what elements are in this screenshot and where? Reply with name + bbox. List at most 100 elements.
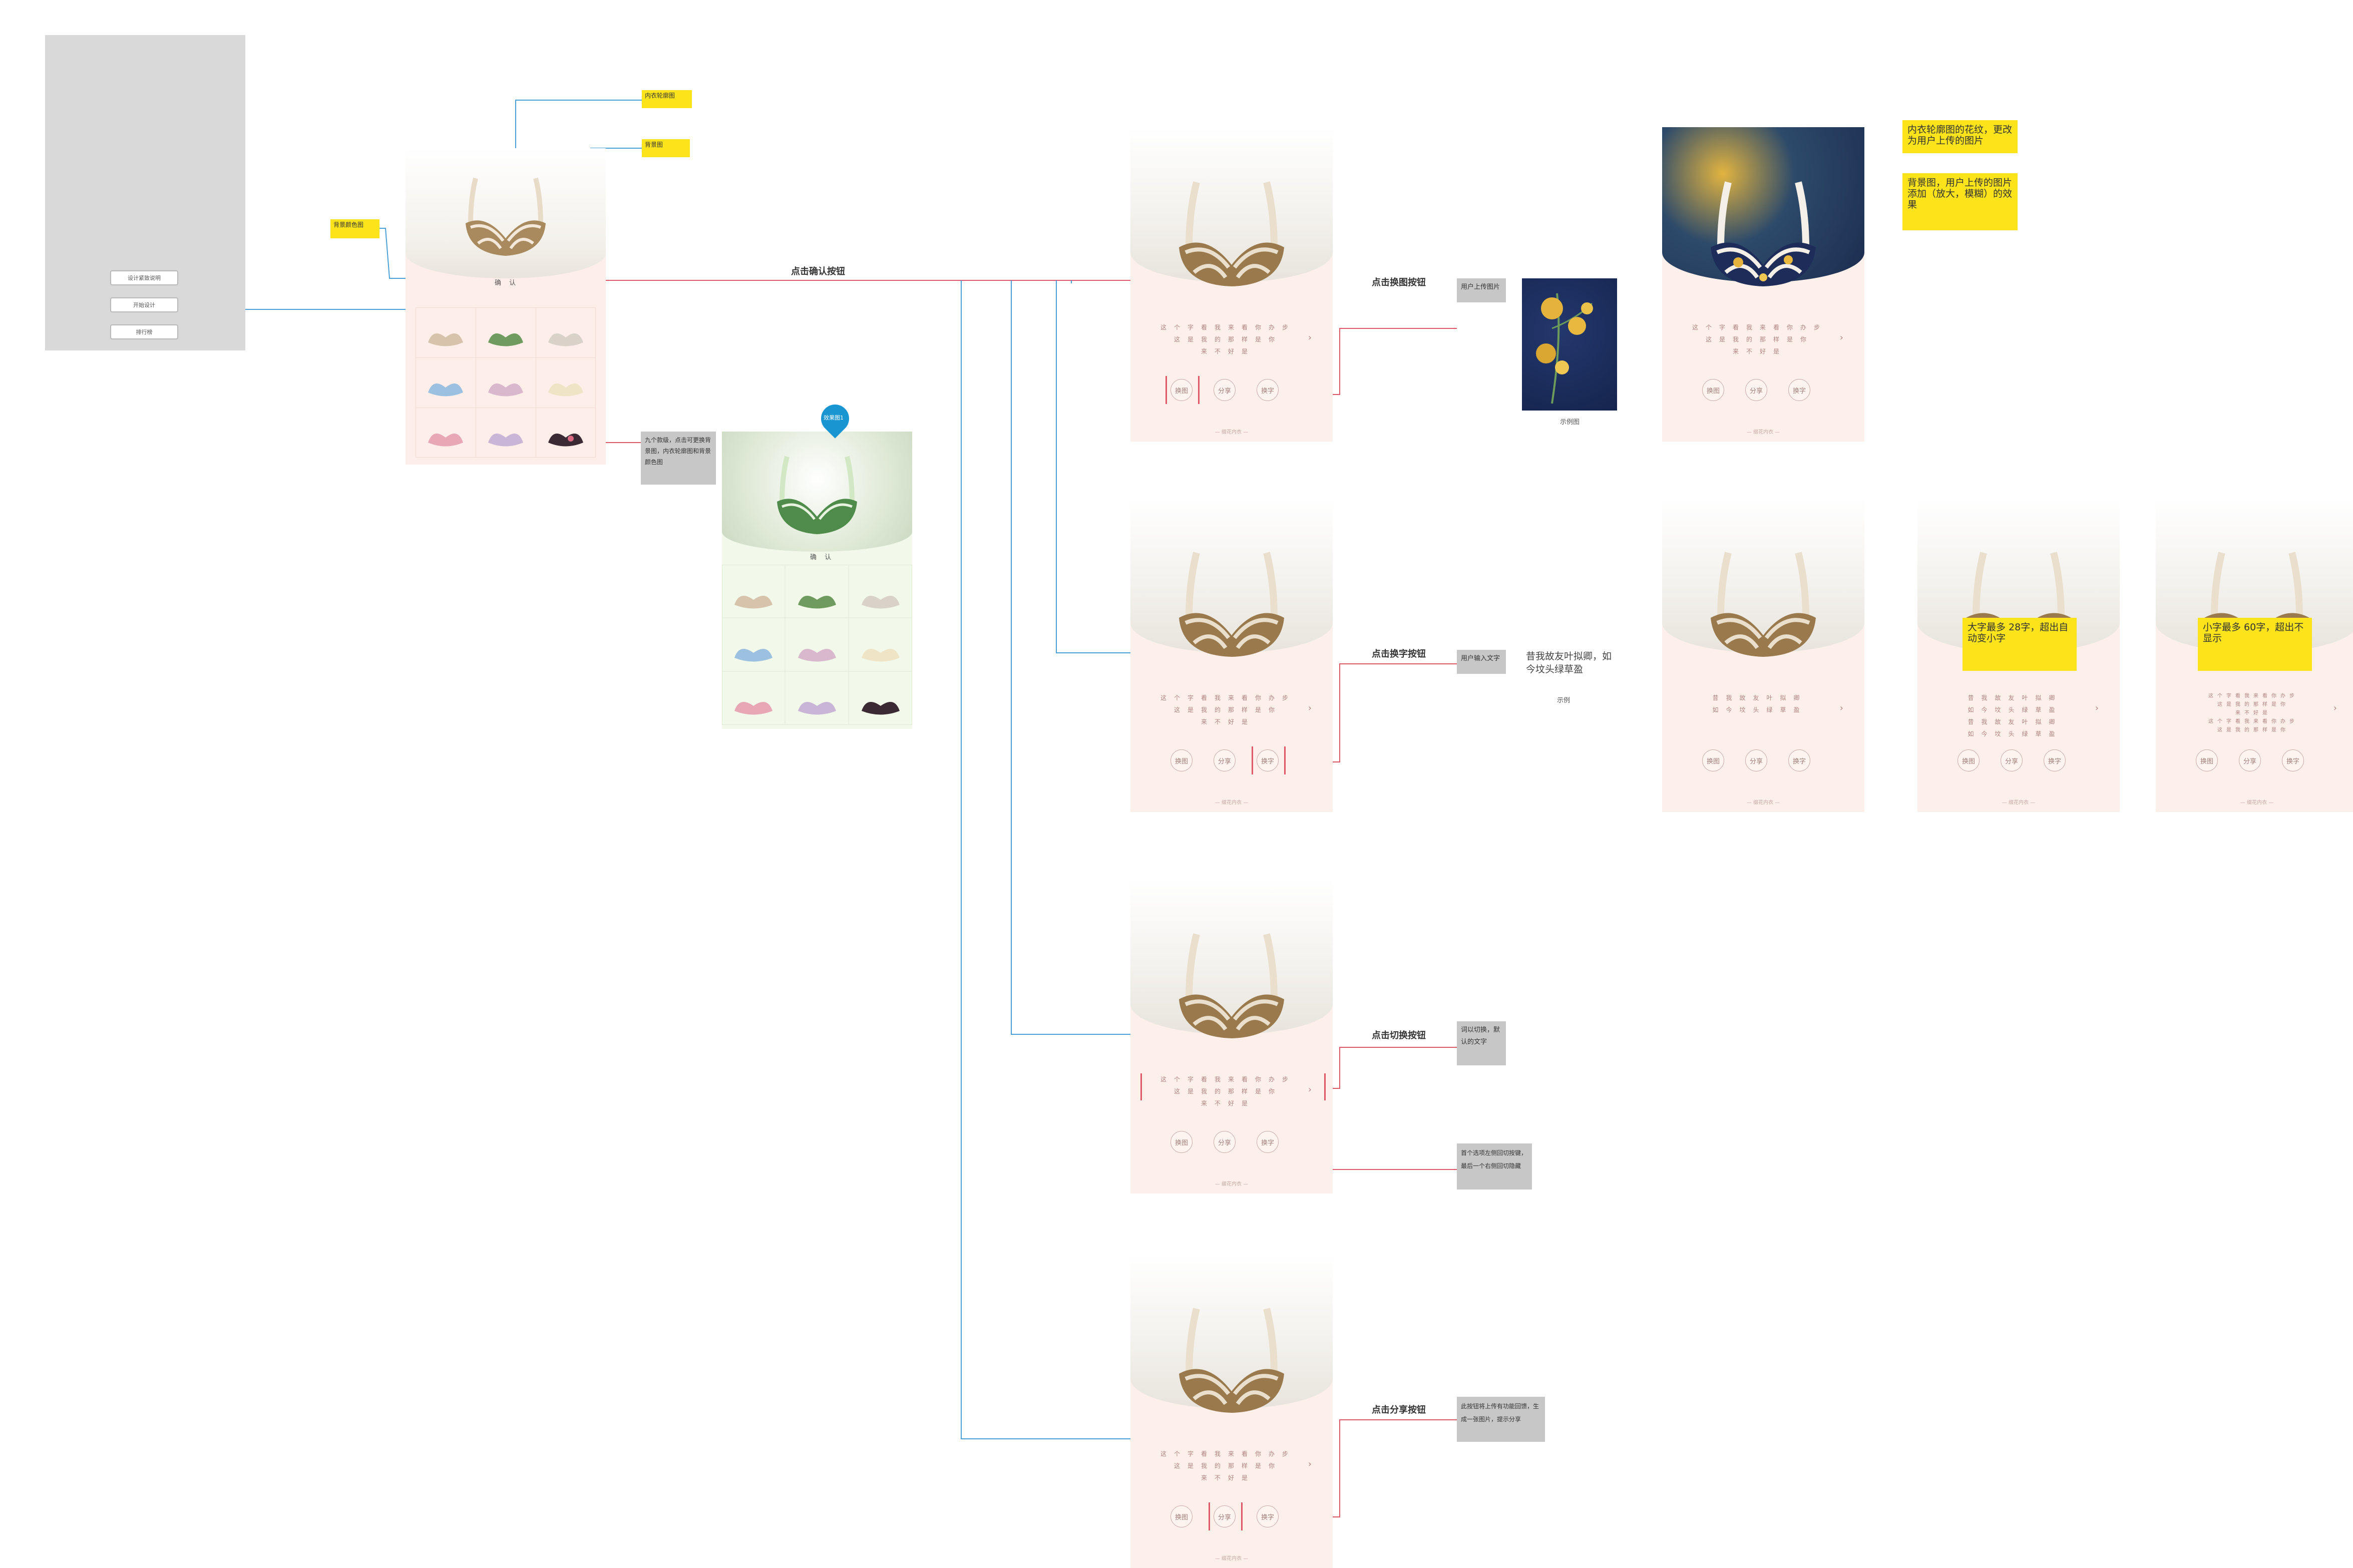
poem-line: 这是我的那样是你 (1173, 706, 1282, 713)
bra-outline-note: 内衣轮廓图 (642, 90, 692, 108)
poem-line: 如今坟头绿草盈 (1968, 730, 2063, 737)
bra-image (1166, 548, 1297, 658)
change-text-button[interactable]: 换字 (2282, 749, 2304, 771)
next-arrow-icon[interactable]: › (1308, 332, 1312, 343)
highlight-bracket (1209, 1502, 1243, 1530)
footer-text: — 缀花内衣 — (1215, 430, 1249, 435)
start-design-button[interactable]: 开始设计 (110, 297, 178, 312)
poem-line: 这是我的那样是你 (1173, 1088, 1282, 1095)
poem-text: 这个字看我来看你办步这是我的那样是你来不好是 (1160, 1073, 1296, 1109)
next-arrow-icon[interactable]: › (2095, 703, 2099, 713)
poem-line: 这个字看我来看你办步 (1160, 694, 1296, 701)
flow-label-share: 点击分享按钮 (1372, 1405, 1426, 1415)
poem-line: 这个字看我来看你办步 (1160, 1450, 1296, 1457)
footer-text: — 缀花内衣 — (1215, 1556, 1249, 1561)
footer-text: — 缀花内衣 — (1215, 1182, 1249, 1187)
phone-change-text: 这个字看我来看你办步这是我的那样是你来不好是 › 换图分享换字 — 缀花内衣 — (1130, 498, 1333, 812)
change-text-button[interactable]: 换字 (1257, 1131, 1279, 1153)
next-arrow-icon[interactable]: › (1308, 703, 1312, 713)
poem-line: 如今坟头绿草盈 (1712, 706, 1807, 713)
change-text-button[interactable]: 换字 (1257, 1505, 1279, 1527)
next-arrow-icon[interactable]: › (1839, 703, 1843, 713)
share-button[interactable]: 分享 (1745, 749, 1767, 771)
poem-line: 来不好是 (1201, 1474, 1255, 1481)
phone-switch: 这个字看我来看你办步这是我的那样是你来不好是 › 换图分享换字 — 缀花内衣 — (1130, 879, 1333, 1194)
change-image-button[interactable]: 换图 (1702, 379, 1724, 401)
share-button[interactable]: 分享 (1214, 1505, 1236, 1527)
small-text-note: 小字最多 60字，超出不显示 (2198, 618, 2312, 671)
share-button[interactable]: 分享 (1745, 379, 1767, 401)
share-button[interactable]: 分享 (1214, 1131, 1236, 1153)
next-arrow-icon[interactable]: › (2333, 703, 2337, 713)
poem-line: 昔我故友叶拟卿 (1712, 694, 1807, 701)
bra-pattern-note: 内衣轮廓图的花纹，更改为用户上传的图片 (1902, 120, 2018, 153)
bra-image (1166, 929, 1297, 1039)
phone-share: 这个字看我来看你办步这是我的那样是你来不好是 › 换图分享换字 — 缀花内衣 — (1130, 1254, 1333, 1568)
background-image (1662, 498, 1864, 653)
share-button[interactable]: 分享 (1214, 379, 1236, 401)
poem-line: 来不好是 (1201, 718, 1255, 725)
poem-line: 昔我故友叶拟卿 (1968, 718, 2063, 725)
change-image-button[interactable]: 换图 (1170, 1131, 1193, 1153)
phone-image-result: 这个字看我来看你办步这是我的那样是你来不好是›换图分享换字— 缀花内衣 — (1662, 127, 1864, 442)
poem-line: 这是我的那样是你 (2217, 727, 2289, 733)
bra-image (1166, 177, 1297, 287)
poem-text: 昔我故友叶拟卿如今坟头绿草盈昔我故友叶拟卿如今坟头绿草盈 (1947, 692, 2083, 740)
poem-line: 这是我的那样是你 (1705, 336, 1814, 343)
change-image-button[interactable]: 换图 (1702, 749, 1724, 771)
poem-line: 昔我故友叶拟卿 (1968, 694, 2063, 701)
poem-line: 这个字看我来看你办步 (2208, 693, 2298, 699)
next-arrow-icon[interactable]: › (1308, 1459, 1312, 1469)
background-image (1130, 1254, 1333, 1409)
grid-thumbnails[interactable] (416, 307, 596, 458)
poem-line: 这个字看我来看你办步 (1692, 324, 1828, 331)
change-image-button[interactable]: 换图 (1957, 749, 1980, 771)
confirm-button[interactable]: 确 认 (495, 279, 519, 287)
change-text-button[interactable]: 换字 (1257, 379, 1279, 401)
design-instructions-button[interactable]: 设计紧致说明 (110, 270, 178, 285)
poem-line: 这个字看我来看你办步 (1160, 1076, 1296, 1083)
next-arrow-icon[interactable]: › (1839, 332, 1843, 343)
flow-label-switch: 点击切换按钮 (1372, 1030, 1426, 1041)
bra-image (1698, 177, 1828, 287)
pin-label: 效果图1 (824, 415, 844, 421)
poem-line: 如今坟头绿草盈 (1968, 706, 2063, 713)
phone-change-image: 这个字看我来看你办步这是我的那样是你来不好是 › 换图分享换字 — 缀花内衣 — (1130, 127, 1333, 442)
highlight-bracket (1165, 376, 1200, 404)
poem-line: 这是我的那样是你 (1173, 1462, 1282, 1469)
poem-line: 这是我的那样是你 (1173, 336, 1282, 343)
change-text-button[interactable]: 换字 (1788, 379, 1810, 401)
change-image-button[interactable]: 换图 (1170, 379, 1193, 401)
share-button[interactable]: 分享 (2239, 749, 2261, 771)
input-text-note: 用户输入文字 (1457, 650, 1506, 674)
poem-line: 来不好是 (1201, 1100, 1255, 1107)
large-text-note: 大字最多 28字，超出自动变小字 (1963, 618, 2077, 671)
change-text-button[interactable]: 换字 (2044, 749, 2066, 771)
upload-image-note: 用户上传图片 (1457, 278, 1506, 302)
change-image-button[interactable]: 换图 (1170, 749, 1193, 771)
change-image-button[interactable]: 换图 (2196, 749, 2218, 771)
effect-confirm-button[interactable]: 确 认 (810, 554, 835, 561)
share-button[interactable]: 分享 (2001, 749, 2023, 771)
share-button[interactable]: 分享 (1214, 749, 1236, 771)
flow-label-change-image: 点击换图按钮 (1372, 277, 1426, 288)
leaderboard-button[interactable]: 排行榜 (110, 324, 178, 339)
background-color-note: 背景颜色图 (330, 219, 379, 238)
next-arrow-icon[interactable]: › (1308, 1084, 1312, 1095)
poem-line: 来不好是 (1201, 348, 1255, 355)
nine-grid (416, 307, 596, 458)
sample-upload-image (1522, 278, 1617, 411)
poem-line: 这个字看我来看你办步 (1160, 324, 1296, 331)
background-image (1130, 127, 1333, 282)
effect-grid[interactable] (722, 565, 912, 725)
background-image (1130, 879, 1333, 1034)
phone-text-result: 昔我故友叶拟卿如今坟头绿草盈›换图分享换字— 缀花内衣 — (1662, 498, 1864, 812)
poem-text: 昔我故友叶拟卿如今坟头绿草盈 (1692, 692, 1827, 716)
change-image-button[interactable]: 换图 (1170, 1505, 1193, 1527)
footer-text: — 缀花内衣 — (1215, 800, 1249, 806)
change-text-button[interactable]: 换字 (1788, 749, 1810, 771)
poem-text: 这个字看我来看你办步这是我的那样是你来不好是 (1160, 321, 1296, 357)
nine-grid-note: 九个款级，点击可更换背景图，内衣轮廓图和背景颜色图 (641, 432, 716, 485)
change-text-button[interactable]: 换字 (1257, 749, 1279, 771)
background-note: 背景图 (642, 139, 690, 157)
